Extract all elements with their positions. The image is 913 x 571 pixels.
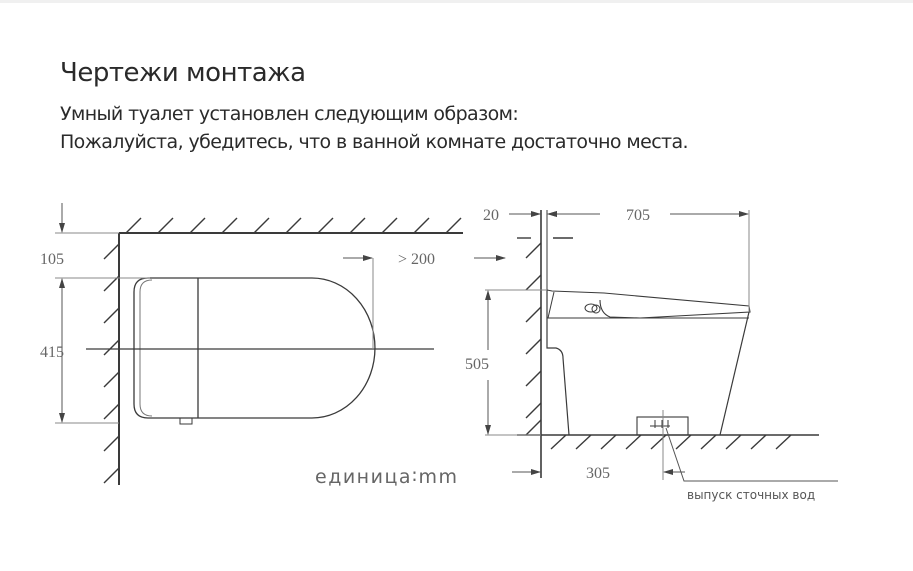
dim-105: 105 [40, 251, 64, 268]
page-title: Чертежи монтажа [60, 58, 306, 88]
subtitle-line-1: Умный туалет установлен следующим образо… [60, 103, 519, 125]
dim-505: 505 [465, 356, 489, 373]
wall-hatch-left [103, 243, 120, 484]
dim-305: 305 [586, 465, 610, 482]
side-view [474, 210, 838, 482]
top-border [0, 0, 913, 3]
top-view [55, 203, 463, 485]
drain-outlet-label: выпуск сточных вод [687, 488, 815, 502]
subtitle-line-2: Пожалуйста, убедитесь, что в ванной комн… [60, 131, 689, 153]
dim-front-clearance: > 200 [398, 251, 435, 268]
unit-label: единица∶mm [315, 466, 458, 488]
dim-20: 20 [483, 207, 499, 224]
dim-415: 415 [40, 344, 64, 361]
wall-hatch-top [125, 217, 462, 234]
dim-705: 705 [626, 207, 650, 224]
wall-hatch-side [525, 242, 542, 436]
